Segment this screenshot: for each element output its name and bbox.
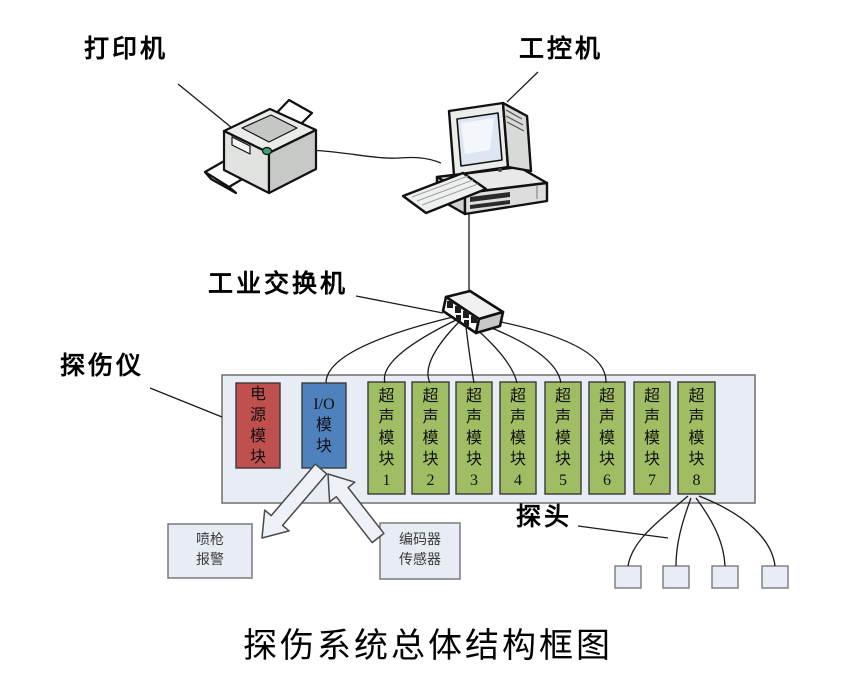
probe-label-pointer bbox=[577, 525, 669, 539]
switch-module1-cable bbox=[383, 319, 457, 384]
ultrasonic-module-4-box bbox=[499, 381, 537, 495]
diagram-title: 探伤系统总体结构框图 bbox=[243, 628, 613, 665]
power-module-box bbox=[235, 382, 281, 469]
probe-box-3 bbox=[711, 565, 739, 589]
probe-box-4 bbox=[761, 565, 789, 589]
probe-wire-2 bbox=[675, 497, 692, 567]
computer-label-pointer bbox=[506, 71, 539, 103]
probe-box-1 bbox=[614, 565, 642, 589]
power-module-label: 电 源 模 块 bbox=[249, 385, 266, 466]
switch-module6-cable bbox=[485, 318, 607, 384]
flaw-detector-label: 探伤仪 bbox=[60, 353, 145, 380]
ultrasonic-module-2-label: 超 声 模 块 2 bbox=[422, 387, 439, 489]
switch-io-cable bbox=[325, 316, 454, 384]
printer-icon bbox=[203, 98, 318, 195]
printer-label-pointer bbox=[177, 83, 238, 133]
probe-wire-1 bbox=[627, 495, 689, 567]
ultrasonic-module-6-box bbox=[588, 381, 626, 495]
switch-module5-cable bbox=[478, 322, 562, 384]
ultrasonic-module-7-label: 超 声 模 块 7 bbox=[643, 387, 660, 489]
switch-module2-cable bbox=[427, 321, 460, 384]
io-module-box bbox=[301, 382, 347, 469]
ultrasonic-module-5-label: 超 声 模 块 5 bbox=[554, 387, 571, 489]
probe-wire-4 bbox=[698, 495, 776, 567]
ultrasonic-module-7-box bbox=[633, 381, 671, 495]
io-flow-arrows bbox=[261, 463, 385, 544]
ultrasonic-module-3-box bbox=[455, 381, 493, 495]
ultrasonic-module-3-label: 超 声 模 块 3 bbox=[465, 387, 482, 489]
detector-label-pointer bbox=[149, 387, 223, 418]
encoder-to-io-arrow bbox=[327, 473, 385, 544]
ultrasonic-module-1-box bbox=[367, 381, 406, 495]
probe-box-2 bbox=[662, 565, 690, 589]
probe-wire-3 bbox=[695, 497, 726, 567]
encoder-sensor-label: 编码器 传感器 bbox=[399, 533, 441, 568]
spray-gun-alarm-box bbox=[167, 523, 253, 579]
ultrasonic-module-8-label: 超 声 模 块 8 bbox=[688, 387, 705, 489]
io-to-alarm-arrow bbox=[261, 463, 328, 539]
probe-label: 探头 bbox=[516, 504, 573, 531]
industrial-computer-label: 工控机 bbox=[519, 36, 604, 63]
industrial-switch-label: 工业交换机 bbox=[208, 271, 349, 298]
io-module-label: I/O 模 块 bbox=[313, 396, 335, 455]
encoder-sensor-box bbox=[379, 522, 461, 580]
connection-lines bbox=[149, 71, 776, 567]
spray-gun-alarm-label: 喷枪 报警 bbox=[196, 533, 224, 568]
switch-icon bbox=[441, 289, 505, 335]
ultrasonic-module-2-box bbox=[411, 381, 450, 495]
ultrasonic-module-4-label: 超 声 模 块 4 bbox=[509, 387, 526, 489]
ultrasonic-module-8-box bbox=[677, 381, 716, 495]
ultrasonic-module-5-box bbox=[544, 381, 582, 495]
switch-ports bbox=[447, 301, 477, 326]
switch-module3-cable bbox=[465, 326, 475, 384]
ultrasonic-module-1-label: 超 声 模 块 1 bbox=[378, 387, 395, 489]
switch-label-pointer bbox=[355, 295, 444, 314]
ultrasonic-module-6-label: 超 声 模 块 6 bbox=[598, 387, 615, 489]
printer-label: 打印机 bbox=[84, 36, 169, 63]
computer-icon bbox=[401, 101, 549, 216]
